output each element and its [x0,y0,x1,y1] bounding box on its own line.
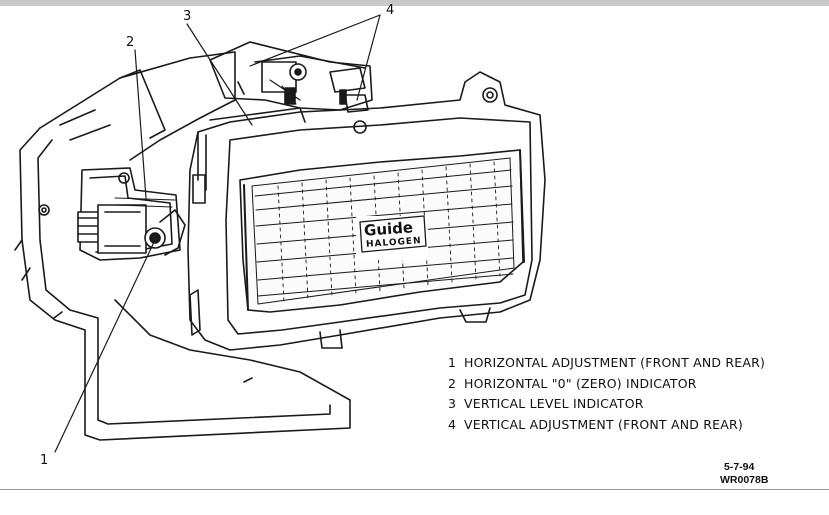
legend-item: 3 VERTICAL LEVEL INDICATOR [448,394,765,415]
figure-date: 5-7-94 [724,461,755,473]
headlamp-housing [187,71,546,351]
figure-reference: 5-7-94 WR0078B [720,461,768,487]
callout-2: 2 [126,35,135,50]
leader-line-1 [54,239,156,453]
legend-item-text: VERTICAL LEVEL INDICATOR [464,396,644,411]
legend-item: 2 HORIZONTAL "0" (ZERO) INDICATOR [448,374,765,395]
legend-item-number: 4 [448,416,457,432]
legend-item: 4 VERTICAL ADJUSTMENT (FRONT AND REAR) [448,415,765,436]
leader-line-4b [356,14,381,101]
legend-item-text: HORIZONTAL ADJUSTMENT (FRONT AND REAR) [464,355,766,370]
vertical-adjuster [209,41,373,113]
mounting-bracket [14,51,351,441]
legend-item-number: 3 [448,396,457,411]
leader-line-3 [186,23,253,126]
callout-1: 1 [40,453,49,468]
callout-4: 4 [386,3,395,18]
legend-item-number: 2 [448,375,457,391]
figure-code: WR0078B [720,474,769,486]
bottom-border [0,489,829,490]
leader-line-4a [249,14,381,67]
legend-item-text: HORIZONTAL "0" (ZERO) INDICATOR [464,375,697,391]
headlamp-lens [239,149,525,313]
top-border [0,0,829,6]
leader-line-2 [134,49,147,199]
horizontal-adjuster [77,167,186,261]
legend-item-number: 1 [448,355,457,370]
leader-lines [54,14,381,453]
callout-3: 3 [183,9,192,24]
legend-item-text: VERTICAL ADJUSTMENT (FRONT AND REAR) [464,416,743,432]
legend-item: 1 HORIZONTAL ADJUSTMENT (FRONT AND REAR) [448,353,765,374]
